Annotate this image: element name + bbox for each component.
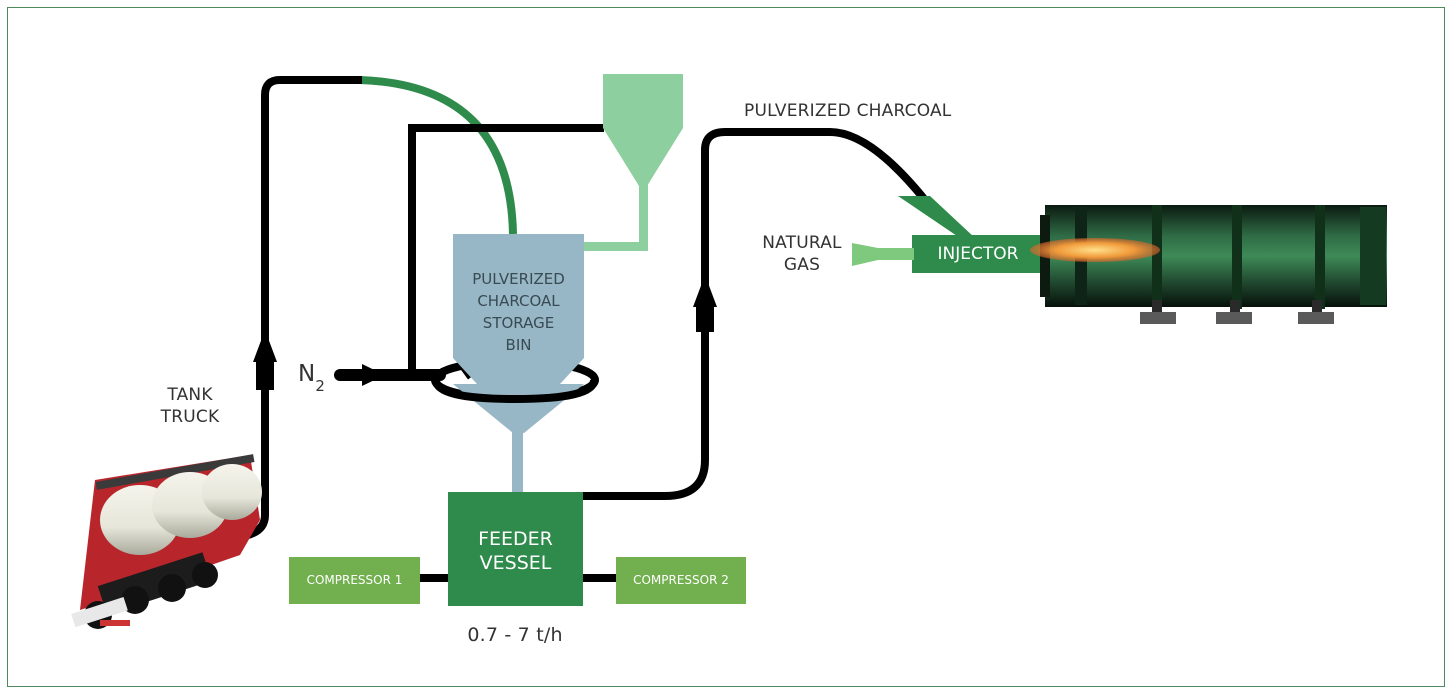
tank-truck-label-line1: TANK [167,385,213,405]
tank-truck-label-line2: TRUCK [160,407,220,427]
n2-label-subscript: 2 [315,376,326,395]
process-diagram [71,74,1387,629]
natural-gas-label-line2: GAS [783,255,821,275]
n2-label: N2 [298,360,325,396]
tank-truck-icon [71,454,262,629]
injector-label: INJECTOR [937,244,1019,264]
truck-supply-pipe [246,76,362,539]
flow-arrow-up-left [256,358,274,390]
storage-bin-label-line3: STORAGE [482,314,555,332]
feeder-vessel-label: FEEDER VESSEL [448,527,583,575]
dust-filter-icon [583,74,683,251]
n2-label-base: N [298,361,316,387]
flow-arrow-head-left [253,330,277,362]
compressor-2-box [616,557,746,604]
storage-bin-label-line2: CHARCOAL [477,292,560,310]
storage-bin-label: PULVERIZED CHARCOAL STORAGE BIN [453,268,584,356]
natural-gas-label: NATURAL GAS [752,232,852,276]
pulverized-charcoal-label: PULVERIZED CHARCOAL [744,101,952,121]
pneumatic-transport-line [359,76,517,235]
storage-bin-label-line1: PULVERIZED [472,270,565,288]
vent-pipe [408,124,604,370]
compressor-1-label: COMPRESSOR 1 [306,573,403,587]
feeder-vessel-label-line2: VESSEL [479,552,552,574]
storage-bin-label-line4: BIN [505,336,532,354]
n2-arrow [362,364,385,386]
rotary-kiln-icon [1030,205,1387,324]
charcoal-feed-pipe [583,128,929,500]
natural-gas-label-line1: NATURAL [762,233,842,253]
capacity-label: 0.7 - 7 t/h [467,624,563,646]
flow-arrow-up-right [696,300,714,332]
feeder-vessel-box [448,492,583,606]
aeration-ring-front [432,379,598,404]
flow-arrow-head-right [693,275,717,307]
tank-truck-label: TANK TRUCK [150,384,230,428]
feeder-vessel-label-line1: FEEDER [478,528,553,550]
injector-icon [852,196,1044,273]
compressor-2-label: COMPRESSOR 2 [633,573,729,587]
compressor-1-box [289,557,420,604]
